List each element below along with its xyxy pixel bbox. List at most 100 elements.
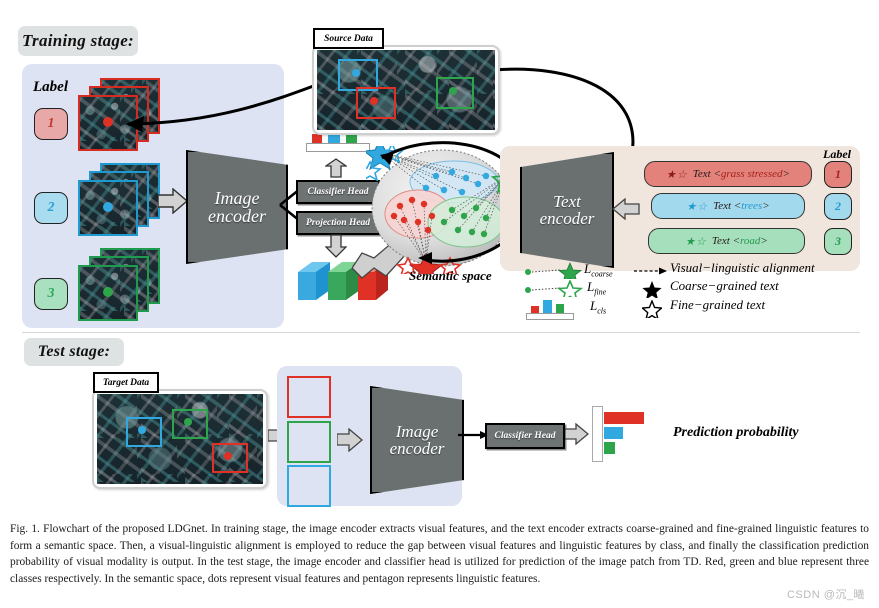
label-badge-2: 2 bbox=[34, 192, 68, 224]
text-prompt-box-1[interactable]: ★☆ Text <grass stressed> bbox=[644, 161, 812, 187]
watermark: CSDN @沉_曦 bbox=[786, 589, 865, 601]
label-badge-2-value: 2 bbox=[47, 200, 55, 215]
arrow-projection-to-features bbox=[325, 234, 347, 258]
figure-caption: Fig. 1. Flowchart of the proposed LDGnet… bbox=[10, 521, 869, 587]
arrow-classifier-to-bars bbox=[325, 158, 347, 178]
target-dot-red bbox=[224, 452, 232, 460]
dashed-arrow-icon bbox=[634, 267, 667, 275]
legend-sub-fine: fine bbox=[594, 287, 607, 297]
text-encoder-line1: Text bbox=[553, 191, 581, 211]
projection-head-label: Projection Head bbox=[305, 218, 371, 228]
target-roi-red bbox=[212, 443, 248, 473]
legend-sub-coarse: coarse bbox=[591, 269, 613, 279]
label-header-text: Label bbox=[33, 79, 68, 95]
class-dot-green bbox=[103, 287, 113, 297]
source-roi-blue bbox=[338, 59, 378, 91]
text-prompt-2-prefix: Text < bbox=[713, 200, 742, 212]
text-prompt-3-value: road bbox=[740, 235, 761, 247]
bar-chart-icon bbox=[526, 300, 574, 320]
semantic-space bbox=[358, 138, 524, 285]
target-data-title: Target Data bbox=[93, 372, 159, 393]
text-label-badge-2: 2 bbox=[824, 193, 852, 220]
text-prompt-box-3[interactable]: ★☆ Text <road> bbox=[648, 228, 805, 254]
stage-divider bbox=[22, 332, 860, 333]
text-label-badge-1: 1 bbox=[824, 161, 852, 188]
label-column-header-right: Label bbox=[823, 147, 851, 161]
test-stage-label: Test stage: bbox=[37, 343, 111, 360]
target-roi-green bbox=[172, 409, 208, 439]
target-dot-green bbox=[184, 418, 192, 426]
star-pair-icon: ★☆ bbox=[686, 200, 709, 213]
test-patch-green bbox=[287, 421, 331, 463]
image-encoder-line2: encoder bbox=[208, 206, 266, 226]
caption-text: Fig. 1. Flowchart of the proposed LDGnet… bbox=[10, 523, 869, 585]
label-column-header: Label bbox=[33, 79, 68, 96]
legend-item-coarse-text bbox=[642, 280, 662, 303]
arrow-patches-to-encoder bbox=[337, 428, 363, 452]
dot-dashed-hollow-star-icon bbox=[525, 278, 584, 303]
visual-feature-blocks bbox=[296, 258, 388, 304]
text-prompt-3-suffix: > bbox=[760, 235, 768, 247]
source-dot-green bbox=[449, 87, 457, 95]
patch-image bbox=[80, 97, 136, 149]
text-prompt-1-value: grass stressed bbox=[720, 168, 783, 180]
training-patch-stack-green bbox=[78, 248, 160, 321]
test-patch-red bbox=[287, 376, 331, 418]
target-data-image bbox=[92, 389, 268, 489]
arrow-to-text-encoder bbox=[612, 198, 640, 220]
legend-label-fine: Lfine bbox=[587, 279, 607, 297]
prediction-bar-red bbox=[604, 412, 644, 424]
text-encoder: Text encoder bbox=[520, 152, 614, 268]
legend: Lcoarse Lfine Lcls bbox=[524, 260, 872, 324]
text-prompt-box-2[interactable]: ★☆ Text <trees> bbox=[651, 193, 805, 219]
chart-axis bbox=[592, 406, 603, 462]
classifier-head-training: Classifier Head bbox=[296, 180, 380, 204]
training-patch-stack-blue bbox=[78, 163, 160, 236]
training-stage-tag: Training stage: bbox=[18, 26, 138, 56]
arrow-to-image-encoder bbox=[158, 188, 188, 214]
legend-item-fine-text bbox=[640, 299, 664, 323]
source-dot-red bbox=[370, 97, 378, 105]
legend-label-cls: Lcls bbox=[590, 298, 607, 316]
prediction-probability-label: Prediction probability bbox=[673, 425, 799, 440]
semantic-space-label: Semantic space bbox=[409, 268, 492, 283]
label-badge-1-value: 1 bbox=[47, 116, 55, 131]
label-badge-1: 1 bbox=[34, 108, 68, 140]
text-prompt-1-suffix: > bbox=[782, 168, 790, 180]
image-encoder-test-line1: Image bbox=[395, 421, 439, 441]
hollow-star-icon bbox=[640, 299, 664, 321]
legend-label-alignment: Visual−linguistic alignment bbox=[670, 260, 815, 275]
projection-head: Projection Head bbox=[296, 211, 380, 235]
label-badge-3: 3 bbox=[34, 278, 68, 310]
arrow-classifier-to-prediction bbox=[565, 423, 589, 445]
target-dot-blue bbox=[138, 426, 146, 434]
legend-label-fine-text: Fine−grained text bbox=[670, 297, 766, 312]
source-data-title: Source Data bbox=[313, 28, 384, 49]
legend-label-coarse: Lcoarse bbox=[584, 261, 613, 279]
text-prompt-2-suffix: > bbox=[762, 200, 770, 212]
source-roi-green bbox=[436, 77, 474, 109]
text-prompt-3-prefix: Text < bbox=[711, 235, 741, 247]
image-encoder-line1: Image bbox=[214, 187, 260, 208]
text-prompt-1-prefix: Text < bbox=[692, 168, 721, 180]
dot-dashed-filled-star-icon bbox=[525, 261, 583, 284]
star-pair-icon: ★☆ bbox=[685, 235, 707, 248]
text-encoder-line2: encoder bbox=[539, 209, 595, 228]
legend-label-coarse-text: Coarse−grained text bbox=[670, 278, 779, 293]
legend-item-alignment bbox=[634, 264, 670, 282]
source-dot-blue bbox=[352, 69, 360, 77]
training-patch-stack-red bbox=[78, 78, 160, 151]
class-dot-blue bbox=[103, 202, 113, 212]
image-encoder-training: Image encoder bbox=[186, 150, 288, 264]
label-badge-3-value: 3 bbox=[47, 286, 55, 301]
legend-item-fine bbox=[524, 278, 586, 303]
classifier-head-label: Classifier Head bbox=[307, 187, 369, 197]
classifier-head-test: Classifier Head bbox=[485, 423, 565, 449]
prediction-probability-chart bbox=[592, 406, 662, 462]
classifier-head-test-label: Classifier Head bbox=[494, 431, 556, 441]
star-pair-icon: ★☆ bbox=[666, 168, 688, 181]
prediction-bar-blue bbox=[604, 427, 623, 439]
test-patch-blue bbox=[287, 465, 331, 507]
class-dot-red bbox=[103, 117, 113, 127]
